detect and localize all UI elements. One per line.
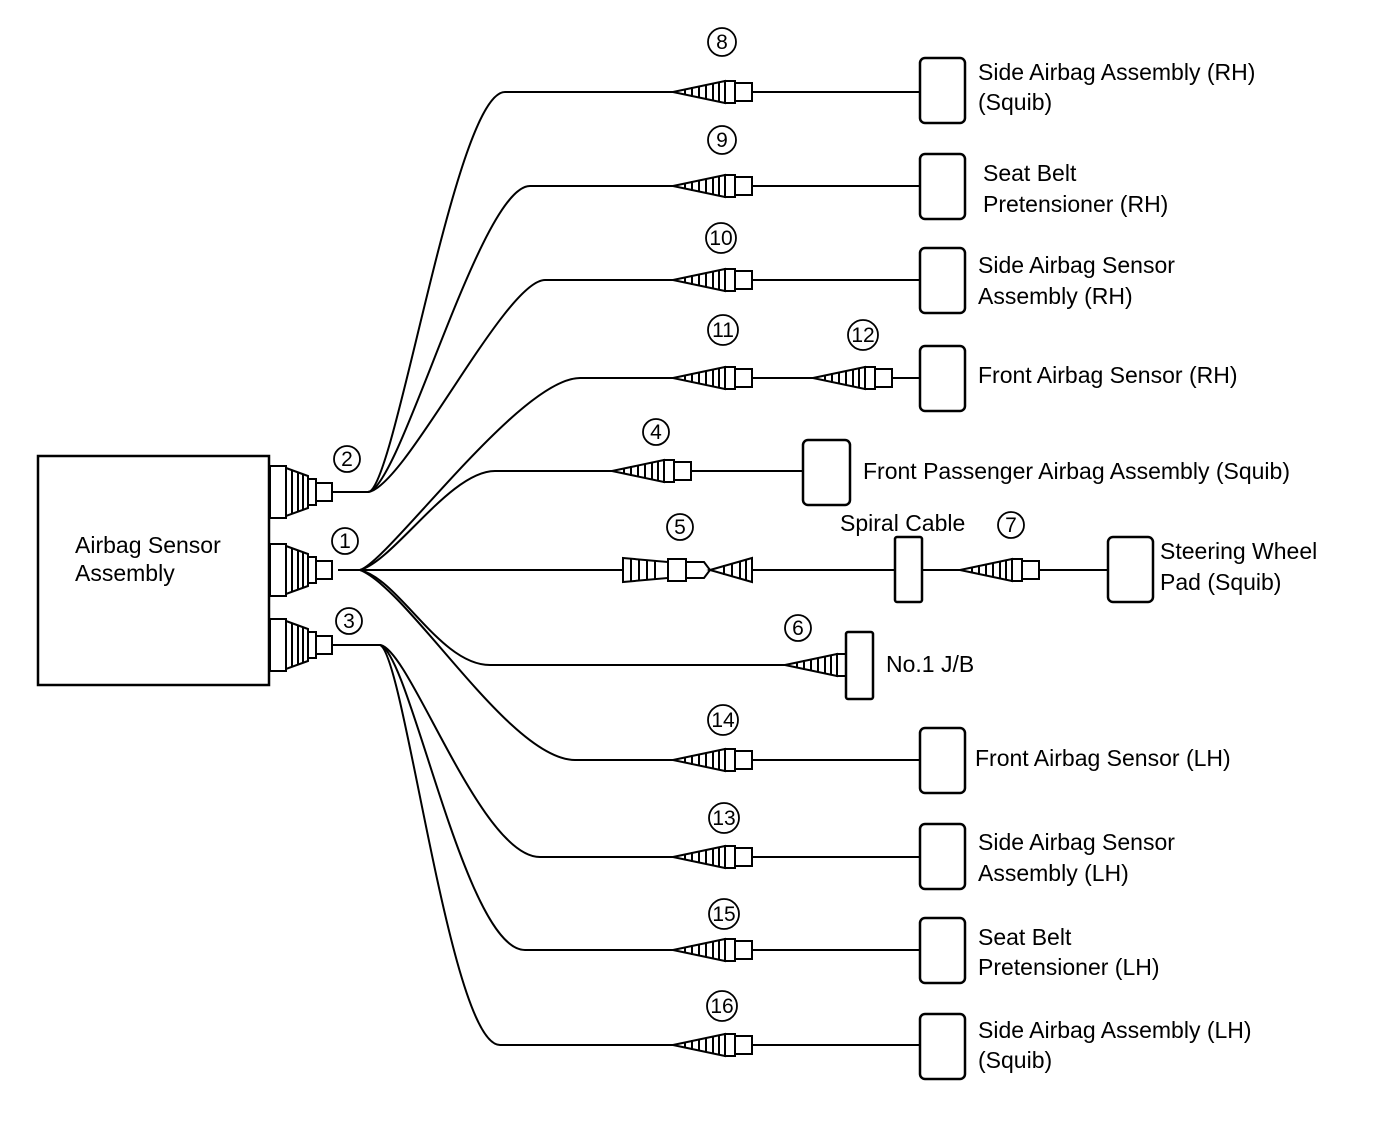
connector-4 bbox=[611, 459, 692, 483]
side-airbag-rh-box bbox=[918, 56, 967, 125]
side-sensor-rh-label-1: Side Airbag Sensor bbox=[978, 252, 1175, 278]
steering-pad-box bbox=[1106, 535, 1155, 604]
connector-8 bbox=[672, 80, 753, 104]
wire-3-13 bbox=[331, 644, 920, 858]
connector-number-13: 13 bbox=[712, 807, 735, 830]
spiral-cable-box bbox=[893, 535, 924, 604]
connector-10 bbox=[672, 268, 753, 292]
connector-13 bbox=[672, 845, 753, 869]
front-sensor-rh-box bbox=[918, 344, 967, 413]
wire-1-4 bbox=[359, 470, 803, 571]
wire-2-8 bbox=[331, 91, 920, 493]
connector-number-9: 9 bbox=[716, 129, 728, 152]
seat-belt-lh-box bbox=[918, 916, 967, 985]
connector-7 bbox=[959, 558, 1040, 582]
sensor-label-line1: Airbag Sensor bbox=[75, 532, 221, 558]
sensor-connector-2 bbox=[269, 465, 333, 519]
wire-3-15 bbox=[379, 644, 920, 951]
side-sensor-lh-label-1: Side Airbag Sensor bbox=[978, 829, 1175, 855]
steering-pad-label-1: Steering Wheel bbox=[1160, 538, 1317, 564]
connector-number-3: 3 bbox=[343, 610, 355, 633]
seat-belt-rh-label-2: Pretensioner (RH) bbox=[983, 191, 1168, 217]
front-sensor-rh-label: Front Airbag Sensor (RH) bbox=[978, 362, 1237, 388]
side-airbag-rh-label-1: Side Airbag Assembly (RH) bbox=[978, 59, 1255, 85]
connector-number-15: 15 bbox=[712, 903, 735, 926]
connector-16 bbox=[672, 1033, 753, 1057]
side-sensor-lh-box bbox=[918, 822, 967, 891]
connector-number-5: 5 bbox=[674, 516, 686, 539]
passenger-airbag-label: Front Passenger Airbag Assembly (Squib) bbox=[863, 458, 1290, 484]
jb-label: No.1 J/B bbox=[886, 651, 974, 677]
seat-belt-lh-label-1: Seat Belt bbox=[978, 924, 1072, 950]
wire-1-14 bbox=[359, 569, 920, 761]
connector-9 bbox=[672, 174, 753, 198]
steering-pad-label-2: Pad (Squib) bbox=[1160, 569, 1281, 595]
seat-belt-lh-label-2: Pretensioner (LH) bbox=[978, 954, 1160, 980]
passenger-airbag-box bbox=[801, 438, 852, 507]
jb-box bbox=[844, 630, 875, 701]
side-airbag-lh-label-2: (Squib) bbox=[978, 1047, 1052, 1073]
connector-number-16: 16 bbox=[710, 995, 733, 1018]
front-sensor-lh-box bbox=[918, 726, 967, 795]
seat-belt-rh-box bbox=[918, 152, 967, 221]
spiral-cable-label: Spiral Cable bbox=[840, 510, 965, 536]
side-airbag-lh-box bbox=[918, 1012, 967, 1081]
airbag-sensor-box bbox=[36, 454, 271, 687]
connector-15 bbox=[672, 938, 753, 962]
side-airbag-lh-label-1: Side Airbag Assembly (LH) bbox=[978, 1017, 1252, 1043]
sensor-connector-1 bbox=[269, 543, 333, 597]
wire-1-11 bbox=[338, 377, 920, 571]
seat-belt-rh-label-1: Seat Belt bbox=[983, 160, 1077, 186]
side-sensor-lh-label-2: Assembly (LH) bbox=[978, 860, 1129, 886]
wire-2-9 bbox=[367, 185, 920, 493]
side-sensor-rh-box bbox=[918, 246, 967, 315]
connector-number-4: 4 bbox=[650, 421, 662, 444]
connector-14 bbox=[672, 748, 753, 772]
connector-12 bbox=[812, 366, 893, 390]
connector-number-7: 7 bbox=[1005, 514, 1017, 537]
connector-5 bbox=[622, 556, 753, 584]
wire-1-6 bbox=[359, 569, 790, 666]
front-sensor-lh-label: Front Airbag Sensor (LH) bbox=[975, 745, 1231, 771]
sensor-connector-3 bbox=[269, 618, 333, 672]
connector-number-11: 11 bbox=[712, 319, 734, 342]
wire-2-10 bbox=[367, 279, 920, 493]
wire-3-16 bbox=[379, 644, 920, 1046]
connector-11 bbox=[672, 366, 753, 390]
connector-number-10: 10 bbox=[709, 227, 732, 250]
connector-number-8: 8 bbox=[716, 31, 728, 54]
sensor-label-line2: Assembly bbox=[75, 560, 175, 586]
side-airbag-rh-label-2: (Squib) bbox=[978, 89, 1052, 115]
connector-number-1: 1 bbox=[339, 530, 351, 553]
side-sensor-rh-label-2: Assembly (RH) bbox=[978, 283, 1133, 309]
connector-number-6: 6 bbox=[792, 617, 804, 640]
connector-number-2: 2 bbox=[341, 448, 353, 471]
connector-number-14: 14 bbox=[711, 709, 735, 732]
connector-number-12: 12 bbox=[851, 324, 874, 347]
